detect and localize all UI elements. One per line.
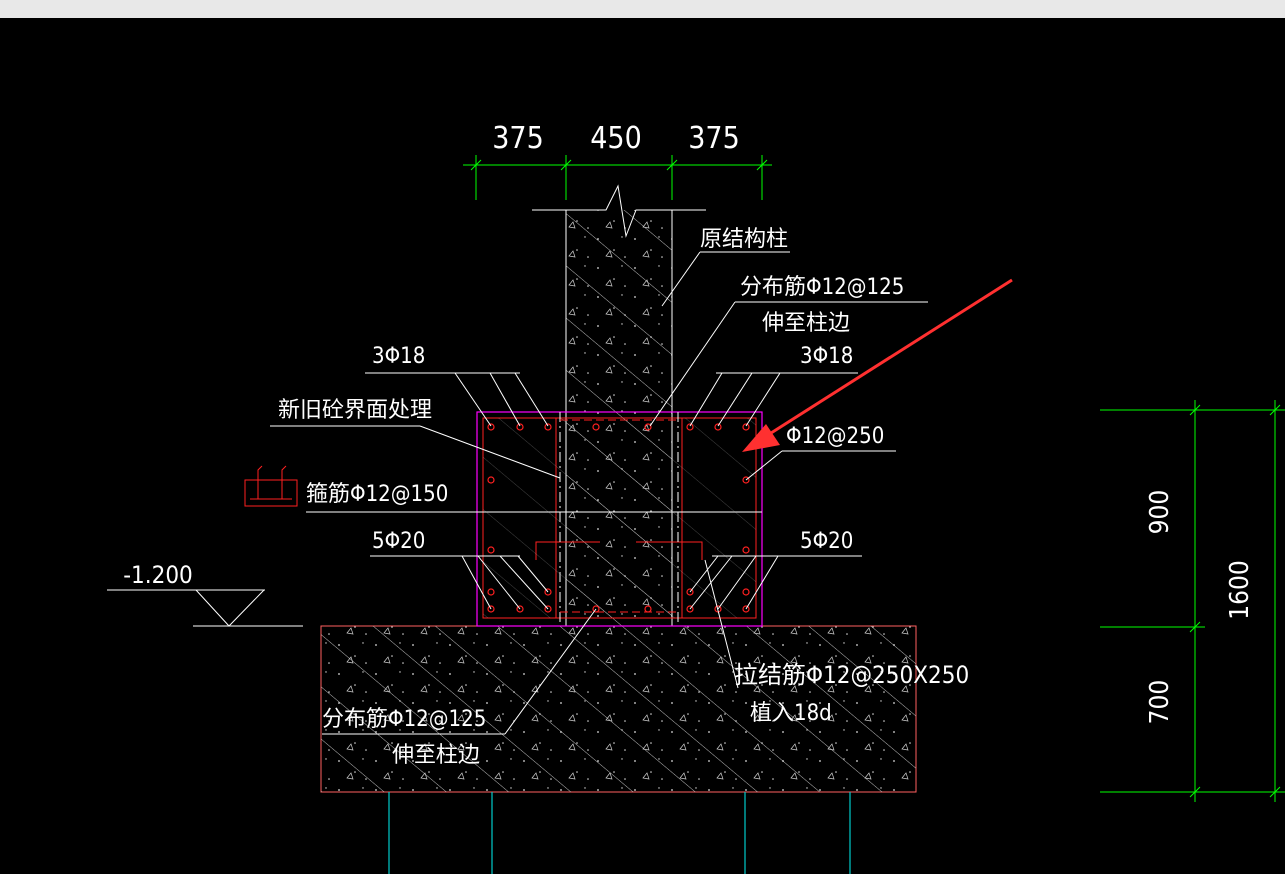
- label-side-bar: Φ12@250: [786, 424, 884, 449]
- rebar-dots: [487, 423, 750, 613]
- top-dimension: [463, 155, 772, 200]
- label-top-left-bars: 3Φ18: [372, 344, 425, 369]
- label-original-column: 原结构柱: [700, 227, 788, 252]
- column-jacket: [476, 411, 763, 627]
- cad-drawing-canvas[interactable]: 375 450 375 900 700 1600 -1.200: [0, 18, 1285, 874]
- break-line: [532, 184, 706, 238]
- label-dist-rebar-top-2: 伸至柱边: [762, 311, 850, 336]
- label-interface: 新旧砼界面处理: [278, 398, 432, 423]
- label-dist-rebar-top-1: 分布筋Φ12@125: [740, 275, 904, 300]
- label-bottom-right-bars: 5Φ20: [800, 529, 853, 554]
- right-dimension: [1100, 400, 1285, 802]
- label-bottom-left-bars: 5Φ20: [372, 529, 425, 554]
- dim-top-middle: 450: [590, 121, 642, 156]
- stirrup-symbol: [244, 465, 298, 507]
- footing: [320, 625, 917, 793]
- leader-lines: [270, 251, 928, 735]
- window-top-bar: [0, 0, 1285, 18]
- dim-right-lower: 700: [1145, 680, 1175, 725]
- red-arrow-annotation: [742, 278, 1013, 452]
- dim-right-upper: 900: [1145, 490, 1175, 535]
- label-dist-rebar-bottom-1: 分布筋Φ12@125: [322, 707, 486, 732]
- dim-top-left: 375: [492, 121, 544, 156]
- dim-right-total: 1600: [1225, 560, 1255, 620]
- dim-top-right: 375: [688, 121, 740, 156]
- label-stirrup: 箍筋Φ12@150: [306, 482, 448, 507]
- label-dist-rebar-bottom-2: 伸至柱边: [392, 743, 480, 768]
- elevation-label: -1.200: [123, 561, 193, 589]
- piles: [388, 792, 851, 874]
- label-tie-bar-1: 拉结筋Φ12@250X250: [734, 661, 969, 689]
- label-tie-bar-2: 植入18d: [750, 701, 832, 726]
- elevation-mark: [107, 589, 303, 627]
- label-top-right-bars: 3Φ18: [800, 344, 853, 369]
